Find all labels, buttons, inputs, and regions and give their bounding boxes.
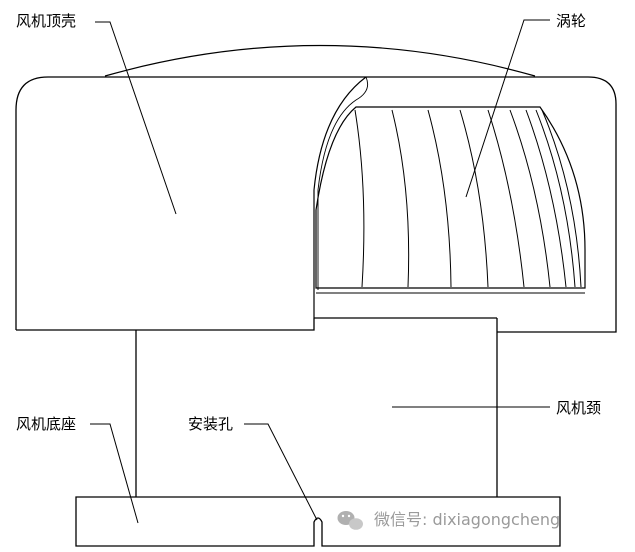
dome-crown — [104, 44, 536, 77]
wechat-icon — [337, 511, 363, 530]
fan-base — [75, 496, 561, 547]
fan-top-shell — [15, 76, 617, 333]
turbine-blade — [541, 109, 582, 288]
leader-lines — [90, 19, 550, 524]
label-base: 风机底座 — [16, 415, 76, 433]
turbine-blade — [459, 109, 489, 288]
shell-bottom-left — [16, 318, 315, 331]
turbine-blade — [535, 109, 576, 288]
label-turbine: 涡轮 — [556, 12, 586, 30]
label-top-shell: 风机顶壳 — [16, 12, 76, 30]
leader-base — [90, 423, 139, 524]
turbine-blade — [391, 109, 410, 288]
turbine-chamber — [315, 106, 586, 289]
turbine-blade — [525, 109, 567, 288]
turbine-blade — [509, 109, 551, 288]
turbine-blade — [427, 109, 452, 288]
label-mount-hole: 安装孔 — [188, 415, 233, 433]
watermark-text: 微信号: dixiagongcheng — [374, 510, 560, 529]
turbine-housing-inner — [317, 76, 369, 290]
leader-mount-hole — [244, 423, 318, 521]
leader-turbine — [465, 19, 550, 198]
leader-top-shell — [95, 21, 177, 215]
turbine-blades — [354, 109, 582, 288]
turbine-blade — [487, 109, 525, 288]
turbine-blade — [354, 109, 365, 288]
turbine-housing-step — [313, 76, 367, 318]
label-neck: 风机颈 — [556, 399, 601, 417]
